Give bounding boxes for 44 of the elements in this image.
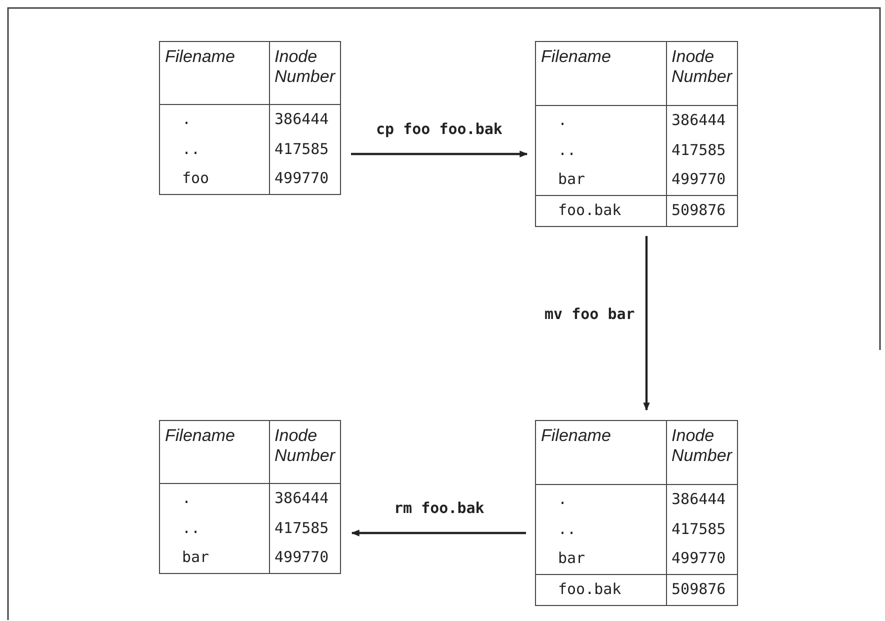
arrow bbox=[351, 530, 526, 536]
directory-table bbox=[535, 41, 738, 227]
directory-table bbox=[535, 420, 738, 606]
inode-number: 417585 bbox=[666, 514, 737, 544]
column-header: Filename bbox=[160, 421, 270, 484]
directory-table bbox=[159, 420, 341, 574]
column-header: Inode Number bbox=[269, 421, 340, 484]
inode-number: 386444 bbox=[666, 105, 737, 136]
inode-number: 509876 bbox=[666, 196, 737, 226]
inode-number: 386444 bbox=[269, 104, 340, 135]
filename-text: foo.bak bbox=[536, 196, 666, 226]
inode-number: 386444 bbox=[666, 484, 737, 515]
column-header: Inode Number bbox=[666, 42, 737, 106]
filename-text: .. bbox=[536, 514, 666, 544]
filename-text: .. bbox=[160, 514, 270, 544]
inode-number: 417585 bbox=[269, 134, 340, 164]
edge-label: cp foo foo.bak bbox=[374, 120, 504, 138]
column-header: Filename bbox=[536, 42, 666, 106]
arrow bbox=[351, 150, 528, 158]
arrow bbox=[643, 236, 650, 411]
directory-table bbox=[159, 41, 341, 195]
inode-number: 417585 bbox=[269, 514, 340, 544]
column-header: Inode Number bbox=[269, 42, 340, 105]
column-header: Inode Number bbox=[666, 421, 737, 484]
filename-text: bar bbox=[536, 544, 666, 575]
inode-number: 499770 bbox=[666, 165, 737, 196]
column-header: Filename bbox=[536, 421, 666, 484]
filename-text: . bbox=[160, 104, 270, 135]
inode-number: 499770 bbox=[269, 543, 340, 573]
column-header: Filename bbox=[160, 42, 270, 105]
inode-number: 499770 bbox=[666, 544, 737, 575]
filename-text: . bbox=[160, 484, 270, 514]
inode-number: 509876 bbox=[666, 574, 737, 605]
filename-text: .. bbox=[536, 136, 666, 166]
inode-number: 499770 bbox=[269, 164, 340, 194]
inode-number: 386444 bbox=[269, 484, 340, 514]
filename-text: bar bbox=[160, 543, 270, 573]
filename-text: bar bbox=[536, 165, 666, 196]
filename-text: foo.bak bbox=[536, 574, 666, 605]
filename-text: .. bbox=[160, 134, 270, 164]
filename-text: foo bbox=[160, 164, 270, 194]
filename-text: . bbox=[536, 484, 666, 515]
filename-text: . bbox=[536, 105, 666, 136]
inode-number: 417585 bbox=[666, 136, 737, 166]
